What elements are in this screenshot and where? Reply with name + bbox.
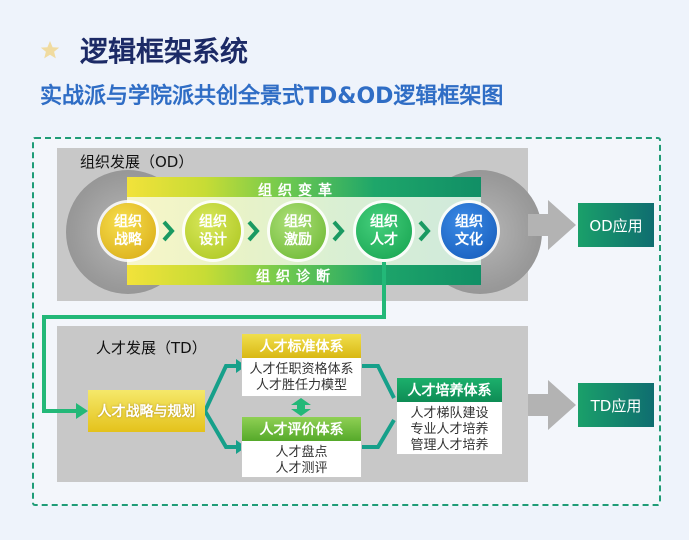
- od-panel-title: 组织发展（OD）: [80, 153, 194, 171]
- card-title: 人才评价体系: [242, 417, 361, 441]
- card-item: 人才任职资格体系: [249, 362, 354, 377]
- card-item: 人才梯队建设: [410, 406, 489, 421]
- page-title: 逻辑框架系统: [80, 35, 249, 68]
- od-stage-culture: 组织文化: [441, 203, 497, 259]
- talent-strategy-box: 人才战略与规划: [88, 390, 205, 432]
- chevron-icon: [247, 220, 260, 242]
- td-output-arrow: [528, 380, 576, 430]
- od-to-td-connector: [42, 262, 386, 413]
- od-stage-strategy: 组织战略: [100, 203, 156, 259]
- chevron-icon: [418, 220, 431, 242]
- td-application-box: TD应用: [578, 383, 654, 427]
- arrow-head-icon: [76, 403, 88, 419]
- card-item: 管理人才培养: [410, 438, 489, 453]
- talent-evaluation-card: 人才评价体系 人才盘点 人才测评: [241, 416, 362, 478]
- evaluation-to-training: [362, 418, 396, 449]
- card-title: 人才标准体系: [242, 334, 361, 358]
- od-stage-design: 组织设计: [185, 203, 241, 259]
- chevron-icon: [162, 220, 175, 242]
- strategy-to-standard: [203, 364, 238, 412]
- td-panel-title: 人才发展（TD）: [96, 339, 207, 357]
- od-application-box: OD应用: [578, 203, 654, 247]
- page-subtitle: 实战派与学院派共创全景式TD&OD逻辑框架图: [40, 84, 504, 109]
- card-item: 专业人才培养: [410, 422, 489, 437]
- talent-standard-card: 人才标准体系 人才任职资格体系 人才胜任力模型: [241, 333, 362, 397]
- strategy-to-evaluation: [203, 409, 238, 449]
- card-item: 人才胜任力模型: [255, 378, 347, 393]
- star-icon: [40, 41, 60, 59]
- band-label-diagnosis: 组织诊断: [256, 269, 336, 285]
- chevron-icon: [332, 220, 345, 242]
- od-stage-incentive: 组织激励: [270, 203, 326, 259]
- od-stage-talent: 组织人才: [356, 203, 412, 259]
- band-label-change: 组织变革: [258, 183, 338, 199]
- card-item: 人才盘点: [275, 445, 328, 460]
- talent-training-card: 人才培养体系 人才梯队建设 专业人才培养 管理人才培养: [396, 377, 503, 455]
- double-arrow-icon: [291, 398, 311, 416]
- standard-to-training: [362, 364, 396, 399]
- card-item: 人才测评: [275, 461, 328, 476]
- card-title: 人才培养体系: [397, 378, 502, 402]
- od-output-arrow: [528, 200, 576, 250]
